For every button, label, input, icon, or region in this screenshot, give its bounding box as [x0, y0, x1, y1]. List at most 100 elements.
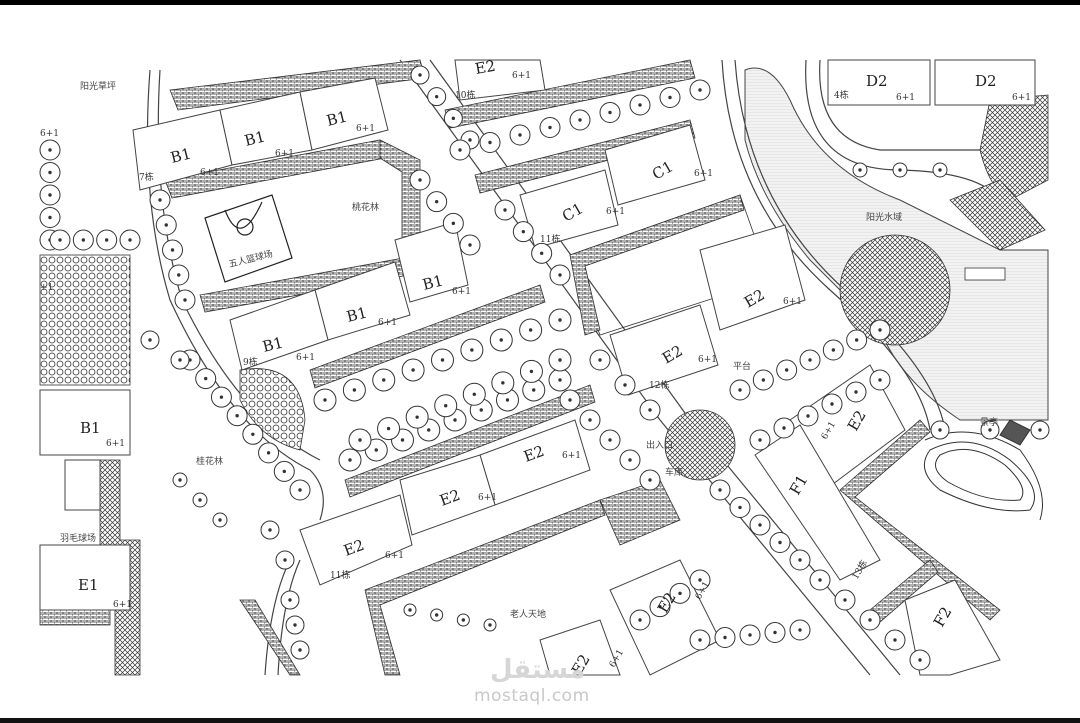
- building-type-label: B1: [345, 303, 369, 325]
- floors-label: 6+1: [385, 551, 404, 561]
- watermark-text: mostaql.com: [474, 686, 590, 706]
- building-number-label: 7栋: [139, 171, 154, 183]
- tree-center: [558, 318, 562, 322]
- tree-center: [723, 635, 727, 640]
- floors-label: 6+1: [694, 169, 713, 179]
- tree-center: [198, 498, 202, 502]
- floors-label: 6+1: [200, 168, 219, 178]
- tree-center: [648, 478, 652, 482]
- floors-label: 6+1: [783, 297, 802, 307]
- building-type-label: D2: [866, 72, 888, 90]
- tree-center: [608, 438, 612, 442]
- tree-center: [451, 116, 456, 121]
- tree-center: [761, 378, 766, 382]
- tree-center: [204, 376, 208, 381]
- tree-center: [499, 338, 503, 342]
- tree-center: [778, 540, 782, 545]
- tree-center: [938, 168, 942, 172]
- tree-center: [488, 623, 492, 627]
- tree-center: [521, 229, 526, 234]
- tree-center: [558, 358, 562, 362]
- tree-center: [218, 518, 222, 522]
- tree-center: [148, 338, 152, 342]
- area-labels: 阳光草坪 五人篮球场 桃花林 阳光水域 桂花林 羽毛球场 老人天地 平台 出入口…: [60, 80, 998, 620]
- tree-center: [81, 238, 86, 242]
- garage-label: 车库: [665, 466, 683, 478]
- floors-label: 6+1: [113, 600, 132, 610]
- tree-center: [718, 488, 722, 492]
- building-number-label: 12栋: [649, 379, 669, 391]
- floors-label: +1: [40, 283, 53, 293]
- tree-center: [48, 215, 52, 220]
- tree-center: [628, 458, 632, 462]
- tree-center: [623, 383, 627, 387]
- tree-center: [48, 193, 52, 197]
- pavilion-label: 景亭: [980, 416, 998, 428]
- tree-center: [293, 623, 297, 627]
- sunny-water-label: 阳光水域: [866, 211, 902, 223]
- badminton-court-label: 羽毛球场: [60, 532, 96, 544]
- tree-center: [427, 428, 431, 432]
- tree-center: [893, 638, 897, 642]
- tree-center: [539, 251, 544, 256]
- tree-center: [434, 94, 439, 99]
- tree-center: [283, 558, 287, 562]
- floors-label: 6+1: [1012, 93, 1031, 103]
- tree-center: [400, 438, 405, 442]
- tree-center: [298, 488, 302, 492]
- tree-center: [588, 418, 592, 422]
- peach-grove-label: 桃花林: [352, 201, 379, 213]
- tree-center: [638, 103, 642, 107]
- tree-center: [458, 148, 462, 152]
- tree-center: [183, 298, 187, 302]
- tree-center: [658, 604, 662, 609]
- tree-center: [434, 199, 439, 204]
- tree-center: [698, 578, 702, 582]
- tree-center: [415, 415, 419, 419]
- tree-center: [288, 598, 292, 602]
- tree-center: [678, 591, 682, 596]
- tree-center: [505, 398, 510, 402]
- tree-center: [773, 630, 777, 635]
- building-type-label: B1: [261, 333, 285, 355]
- tree-center: [528, 328, 533, 332]
- tree-center: [128, 238, 132, 242]
- tree-center: [854, 338, 859, 342]
- tree-center: [1038, 428, 1042, 432]
- tree-center: [738, 388, 742, 392]
- tree-center: [532, 388, 536, 392]
- tree-center: [818, 578, 822, 582]
- tree-center: [268, 528, 272, 532]
- basketball-court: [204, 194, 293, 283]
- floors-label: 6+1: [698, 355, 717, 365]
- trees: [39, 65, 1050, 671]
- tree-center: [58, 238, 62, 242]
- tree-center: [548, 125, 552, 130]
- watermark-logo: مستقل: [490, 655, 586, 685]
- tree-center: [758, 523, 762, 527]
- floors-label: 6+1: [40, 129, 59, 139]
- sunny-lawn-label: 阳光草坪: [80, 80, 116, 92]
- tree-center: [878, 378, 882, 382]
- floors-label: 6+1: [606, 207, 625, 217]
- floors-label: 6+1: [378, 318, 397, 328]
- pond: [923, 419, 1043, 521]
- tree-center: [918, 658, 922, 662]
- tree-center: [451, 221, 456, 226]
- floors-label: 6+1: [478, 493, 497, 503]
- floors-label: 6+1: [896, 93, 915, 103]
- floors-label: 6+1: [512, 71, 531, 81]
- tree-center: [434, 613, 439, 617]
- tree-center: [408, 608, 412, 612]
- building-type-label: E2: [341, 536, 366, 560]
- tree-center: [488, 140, 492, 145]
- building-type-label: E2: [521, 442, 546, 466]
- tree-center: [386, 426, 391, 431]
- building-type-label: B1: [80, 419, 101, 437]
- tree-center: [358, 438, 362, 442]
- tree-center: [411, 368, 415, 372]
- tree-center: [518, 133, 522, 137]
- entrance-label: 出入口: [646, 439, 673, 451]
- tree-center: [453, 418, 457, 422]
- tree-center: [503, 208, 507, 212]
